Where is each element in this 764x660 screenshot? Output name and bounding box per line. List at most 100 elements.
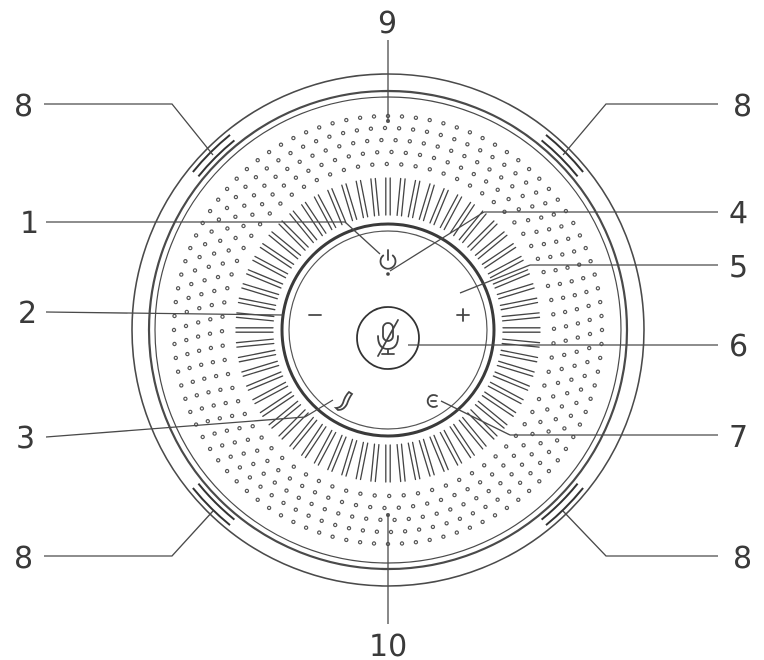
grille-hole <box>548 254 553 260</box>
grille-hole <box>452 492 457 498</box>
grille-slot <box>268 231 302 260</box>
callout-numbers: 1 2 3 4 5 6 7 8 8 8 8 9 10 <box>14 6 752 660</box>
call-button[interactable] <box>333 390 354 411</box>
grille-hole <box>480 519 485 525</box>
grille-hole <box>559 404 565 409</box>
bluetooth-button[interactable] <box>426 394 438 408</box>
grille-hole <box>368 126 374 131</box>
grille-hole <box>242 411 247 417</box>
grille-hole <box>276 468 281 473</box>
bluetooth-pair-icon <box>426 394 438 408</box>
power-button[interactable] <box>379 249 397 270</box>
grille-hole <box>513 433 519 438</box>
grille-hole <box>492 513 498 518</box>
grille-hole <box>545 283 551 289</box>
grille-slot <box>385 177 391 216</box>
grille-hole <box>555 197 561 202</box>
grille-hole <box>546 429 551 434</box>
grille-hole <box>253 174 259 180</box>
grille-hole <box>193 422 199 427</box>
grille-hole <box>521 231 526 236</box>
grille-hole <box>512 220 517 225</box>
grille-hole <box>241 245 246 251</box>
grille-hole <box>441 534 446 539</box>
grille-hole <box>207 331 213 336</box>
grille-hole <box>199 406 205 411</box>
grille-hole <box>467 130 473 135</box>
grille-hole <box>207 208 213 214</box>
grille-hole <box>215 274 221 280</box>
grille-hole <box>461 502 466 507</box>
grille-hole <box>357 115 363 121</box>
grille-hole <box>259 201 265 207</box>
grille-hole <box>516 157 521 163</box>
grille-hole <box>202 241 208 247</box>
grille-hole <box>293 507 298 512</box>
status-light-arc <box>545 487 584 526</box>
grille-slot <box>355 441 369 481</box>
grille-hole <box>588 396 593 401</box>
grille-slot <box>259 243 295 269</box>
mute-button[interactable] <box>356 306 420 370</box>
grille-hole <box>341 167 347 173</box>
grille-hole <box>278 201 283 206</box>
grille-hole <box>443 483 449 488</box>
grille-hole <box>360 151 366 156</box>
grille-hole <box>454 176 460 182</box>
grille-hole <box>574 400 579 406</box>
grille-hole <box>563 446 569 452</box>
grille-hole <box>410 127 416 132</box>
grille-slot <box>481 243 517 269</box>
grille-hole <box>222 300 227 305</box>
grille-hole <box>387 493 392 499</box>
status-light-arc <box>197 139 236 178</box>
grille-hole <box>291 464 296 469</box>
grille-hole <box>255 157 260 163</box>
volume-up-button[interactable] <box>456 308 470 322</box>
status-light-arc <box>540 482 579 521</box>
grille-slot <box>327 188 347 226</box>
grille-hole <box>551 326 557 331</box>
leader-7 <box>440 400 511 436</box>
grille-hole <box>330 484 335 489</box>
grille-hole <box>457 477 462 483</box>
grille-slot <box>501 312 541 322</box>
grille-hole <box>336 511 341 516</box>
grille-hole <box>209 229 214 234</box>
grille-hole <box>483 179 489 184</box>
grille-hole <box>206 264 211 269</box>
grille-hole <box>454 530 459 535</box>
grille-slot <box>474 231 508 260</box>
grille-hole <box>545 407 550 412</box>
grille-hole <box>536 396 542 402</box>
grille-hole <box>526 166 532 172</box>
grille-slot <box>407 441 421 481</box>
grille-hole <box>223 400 228 406</box>
grille-hole <box>196 348 202 353</box>
grille-hole <box>482 463 487 468</box>
grille-hole <box>322 507 327 512</box>
grille-hole <box>211 403 216 408</box>
grille-hole <box>462 153 467 159</box>
grille-hole <box>192 268 198 273</box>
callout-8-top-left: 8 <box>14 89 33 124</box>
grille-hole <box>344 117 349 123</box>
grille-hole <box>495 187 500 192</box>
grille-hole <box>269 493 274 498</box>
grille-hole <box>310 153 315 158</box>
grille-hole <box>465 487 470 492</box>
grille-hole <box>217 416 222 421</box>
grille-hole <box>537 460 543 466</box>
status-light-arc <box>540 139 579 178</box>
grille-hole <box>280 455 285 461</box>
grille-hole <box>516 207 522 212</box>
grille-hole <box>190 379 195 384</box>
grille-hole <box>407 139 412 144</box>
grille-hole <box>245 437 251 442</box>
grille-hole <box>319 518 324 524</box>
status-light-arc <box>192 487 231 526</box>
phone-icon <box>333 390 354 411</box>
grille-hole <box>333 522 338 528</box>
grille-hole <box>587 345 592 351</box>
grille-hole <box>197 306 202 311</box>
